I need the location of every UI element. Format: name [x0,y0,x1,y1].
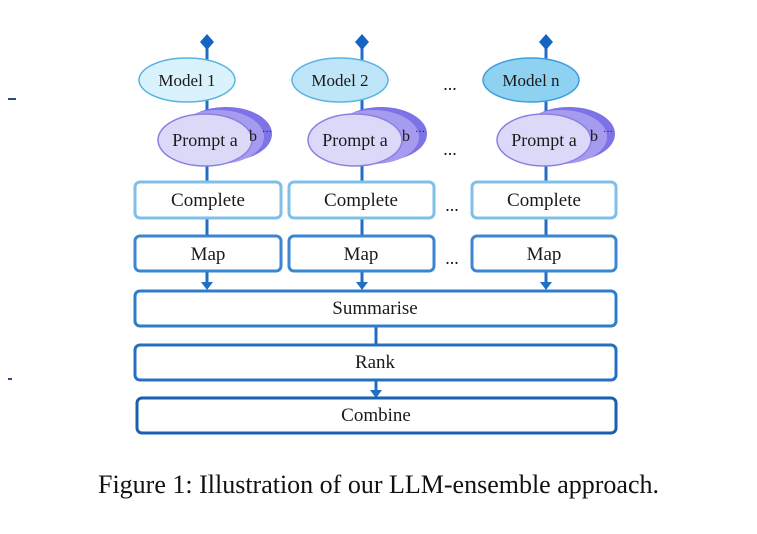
prompt-b-suffix-1: ··· [262,127,272,138]
prompt-b-suffix-2: ··· [415,127,425,138]
complete-label-1: Complete [171,190,245,211]
complete-box-1: Complete [133,180,283,220]
map-label-n: Map [527,244,562,265]
prompt-b-label-n: b [590,128,598,145]
prompt-stack-1: Prompt a b ··· [157,107,272,167]
summarise-label: Summarise [332,298,418,319]
ellipsis-map: ... [445,248,459,268]
input-diamond-2 [355,34,369,50]
complete-box-n: Complete [470,180,618,220]
input-diamond-n [539,34,553,50]
map-box-2: Map [287,234,436,273]
prompt-stack-n: Prompt a b ··· [496,107,615,167]
margin-mark-bottom [8,378,12,380]
complete-label-n: Complete [507,190,581,211]
combine-arrowhead [370,390,382,398]
ellipsis-markers: ... ... ... ... [443,74,459,268]
input-diamond-1 [200,34,214,50]
model-label-1: Model 1 [158,71,215,90]
model-node-2: Model 2 [291,57,389,103]
model-node-1: Model 1 [138,57,236,103]
ellipsis-prompts: ... [443,139,457,159]
prompt-stack-2: Prompt a b ··· [307,107,427,167]
rank-box: Rank [133,343,618,382]
prompt-label-n: Prompt a [511,130,577,150]
ellipsis-models: ... [443,74,457,94]
summarise-arrowheads [201,282,552,290]
prompt-label-1: Prompt a [172,130,238,150]
map-box-1: Map [133,234,283,273]
map-label-2: Map [344,244,379,265]
model-label-n: Model n [502,71,560,90]
model-node-n: Model n [482,57,580,103]
combine-box: Combine [135,396,618,435]
ellipsis-complete: ... [445,195,459,215]
model-label-2: Model 2 [311,71,368,90]
complete-label-2: Complete [324,190,398,211]
combine-label: Combine [341,405,411,426]
rank-label: Rank [355,352,396,373]
map-label-1: Map [191,244,226,265]
figure-caption: Figure 1: Illustration of our LLM-ensemb… [97,470,660,499]
input-diamonds [200,34,553,50]
summarise-box: Summarise [133,289,618,328]
map-box-n: Map [470,234,618,273]
prompt-b-suffix-n: ··· [603,127,613,138]
complete-box-2: Complete [287,180,436,220]
prompt-b-label-2: b [402,128,410,145]
prompt-b-label-1: b [249,128,257,145]
prompt-label-2: Prompt a [322,130,388,150]
margin-mark-top [8,98,16,100]
